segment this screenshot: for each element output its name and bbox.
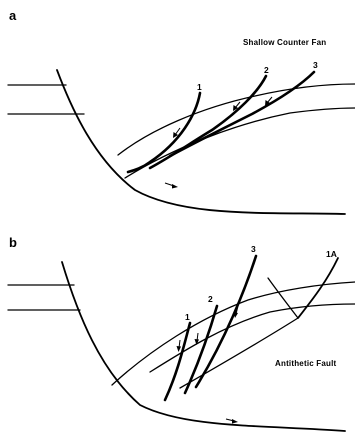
panel-b-slip-arrow-1 bbox=[177, 340, 182, 352]
panel-b-antithetic-fault-1A bbox=[298, 258, 338, 318]
panel-b-bed-upper-hangingwall bbox=[112, 282, 355, 385]
panel-a-fault-label-1: 1 bbox=[197, 82, 202, 92]
panel-b-fault-label-1A: 1A bbox=[326, 249, 337, 259]
panel-b-slip-arrow-main bbox=[226, 419, 238, 424]
panel-b-fault-label-2: 2 bbox=[208, 294, 213, 304]
panel-b: b Antithetic Fault 1 2 3 1A bbox=[8, 235, 355, 431]
panel-a-bed-lower-hangingwall bbox=[125, 108, 355, 178]
panel-a-fault-label-2: 2 bbox=[264, 65, 269, 75]
panel-b-title: Antithetic Fault bbox=[275, 359, 337, 368]
panel-a-bed-upper-hangingwall bbox=[118, 84, 355, 155]
panel-b-bed-middle-hangingwall bbox=[180, 318, 298, 388]
panel-a: a Shallow Counter Fan 1 2 3 bbox=[8, 8, 355, 214]
panel-b-fault-label-3: 3 bbox=[251, 244, 256, 254]
panel-b-fault-label-1: 1 bbox=[185, 312, 190, 322]
panel-b-letter: b bbox=[9, 235, 17, 250]
panel-a-fault-label-3: 3 bbox=[313, 60, 318, 70]
panel-a-letter: a bbox=[9, 8, 17, 23]
panel-a-title: Shallow Counter Fan bbox=[243, 38, 326, 47]
panel-b-counter-fault-3 bbox=[196, 256, 256, 387]
panel-a-slip-arrow-main bbox=[165, 183, 178, 189]
panel-a-counter-fault-3 bbox=[170, 72, 314, 156]
